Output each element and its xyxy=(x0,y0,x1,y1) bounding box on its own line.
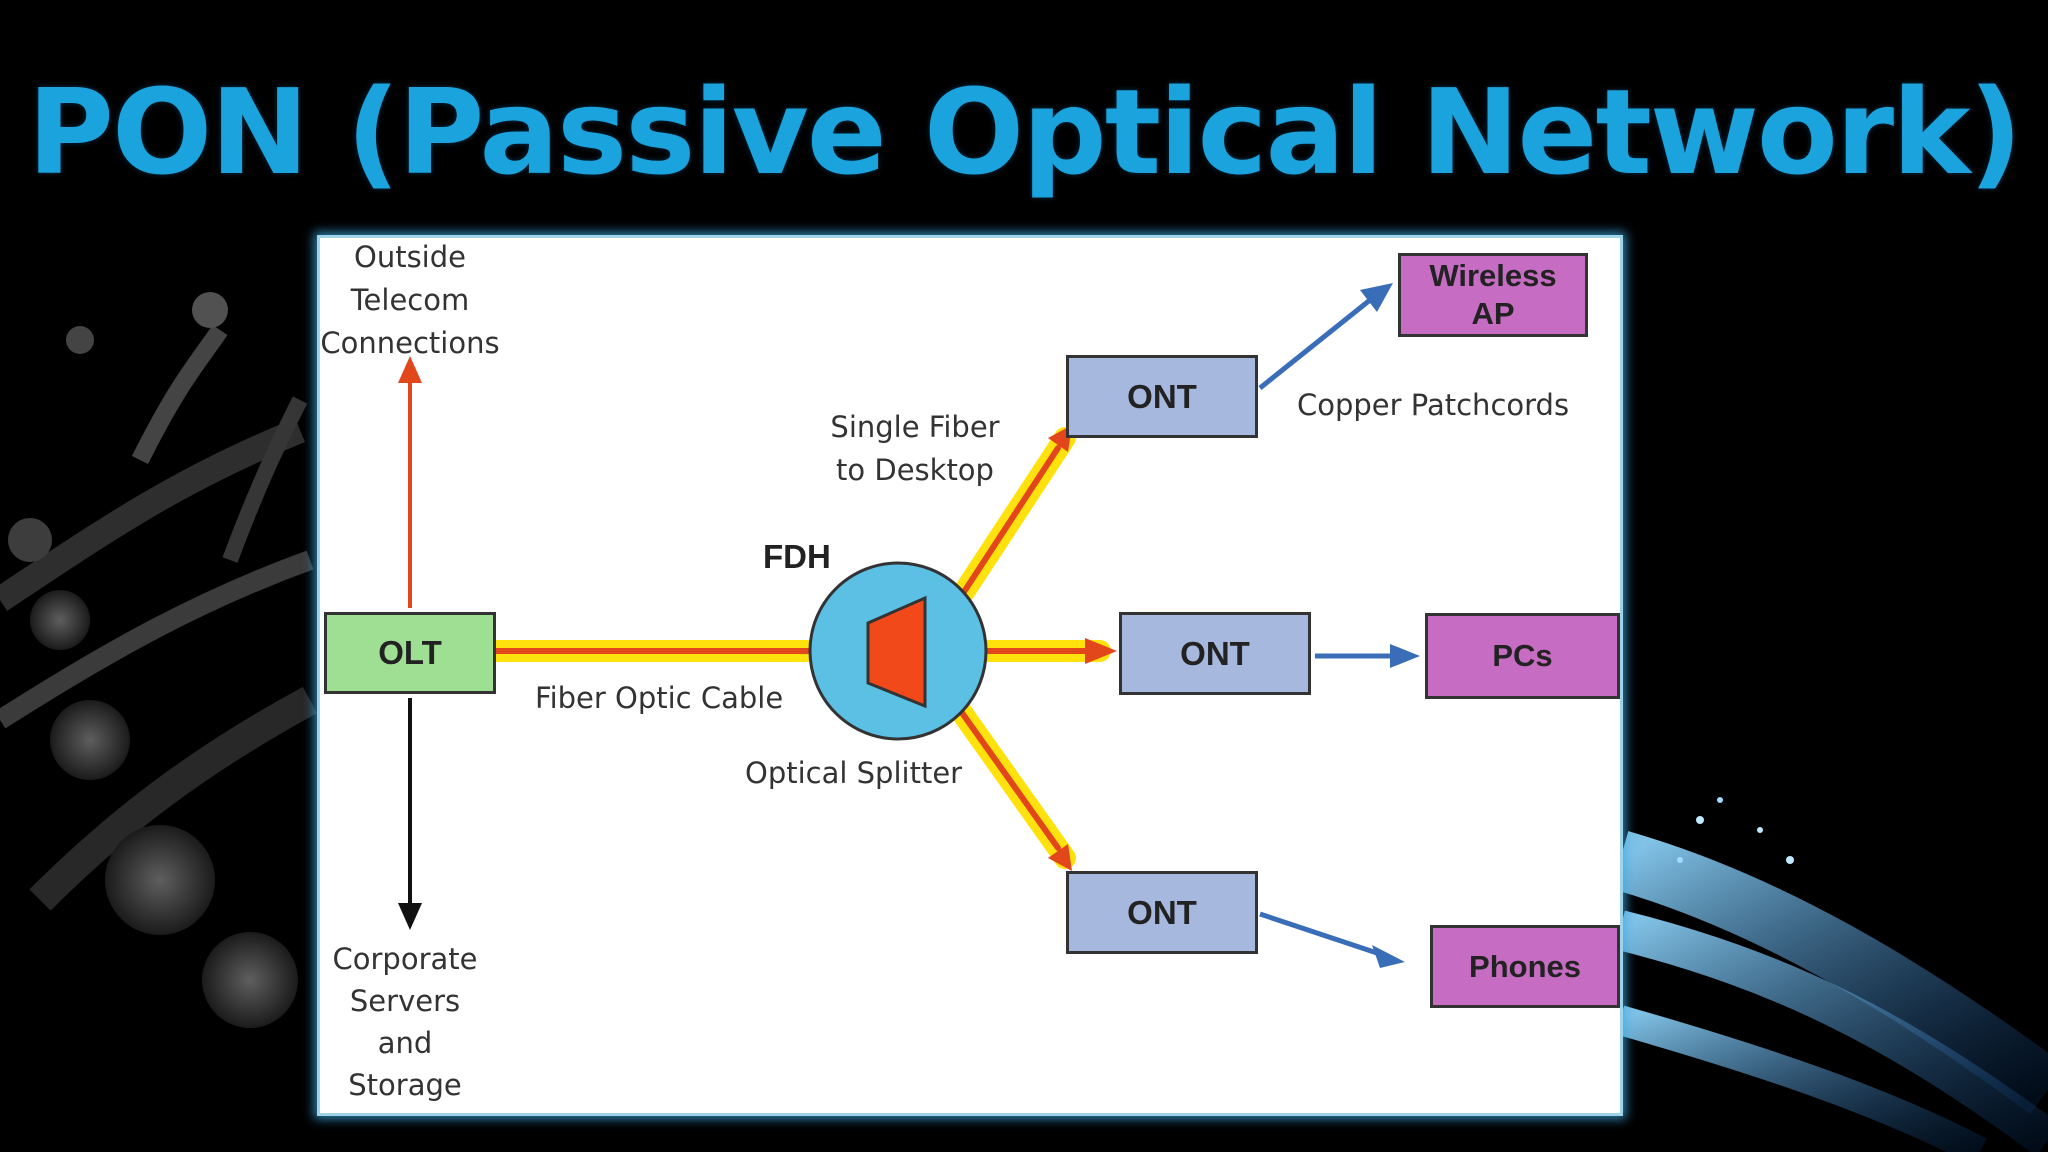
single-fiber-label: Single Fiber to Desktop xyxy=(800,406,1030,492)
ont-box-bottom: ONT xyxy=(1066,871,1258,954)
phones-box: Phones xyxy=(1430,925,1620,1008)
wireless-ap-box: Wireless AP xyxy=(1398,253,1588,337)
olt-box: OLT xyxy=(324,612,496,694)
fdh-label: FDH xyxy=(763,538,831,575)
corporate-line-4: Storage xyxy=(348,1068,462,1102)
corporate-servers-label: Corporate Servers and Storage xyxy=(320,938,490,1106)
ont-box-middle: ONT xyxy=(1119,612,1311,695)
copper-arrowhead-phones xyxy=(1372,945,1405,968)
olt-label: OLT xyxy=(378,634,442,671)
ont-label: ONT xyxy=(1127,893,1197,931)
phones-label: Phones xyxy=(1469,948,1581,984)
upstream-arrowhead xyxy=(398,356,422,383)
fiber-to-ont-3 xyxy=(952,700,1061,851)
copper-to-wireless-ap xyxy=(1258,298,1372,390)
single-fiber-line-1: Single Fiber xyxy=(830,410,1000,444)
pcs-box: PCs xyxy=(1425,613,1620,699)
outside-telecom-line-2: Telecom xyxy=(350,283,470,317)
pon-diagram: Outside Telecom Connections OLT Corporat… xyxy=(317,235,1623,1116)
slide-title: PON (Passive Optical Network) xyxy=(27,63,2022,201)
pcs-label: PCs xyxy=(1492,638,1553,673)
copper-arrowhead-pcs xyxy=(1390,644,1420,668)
optical-splitter-label: Optical Splitter xyxy=(745,756,963,790)
ont-box-top: ONT xyxy=(1066,355,1258,438)
wireless-ap-label: Wireless AP xyxy=(1429,257,1556,333)
corporate-line-1: Corporate xyxy=(332,942,478,976)
corporate-line-3: and xyxy=(377,1026,433,1060)
outside-telecom-line-3: Connections xyxy=(320,326,500,360)
outside-telecom-label: Outside Telecom Connections xyxy=(320,238,500,365)
ont-label: ONT xyxy=(1127,377,1197,415)
single-fiber-line-2: to Desktop xyxy=(836,453,994,487)
corporate-line-2: Servers xyxy=(349,984,461,1018)
fiber-to-ont-1 xyxy=(957,445,1061,601)
copper-arrowhead-ap xyxy=(1360,283,1393,312)
ont-label: ONT xyxy=(1180,634,1250,672)
wireless-ap-line-2: AP xyxy=(1471,296,1515,331)
outside-telecom-line-1: Outside xyxy=(354,240,466,274)
copper-to-phones xyxy=(1259,911,1384,958)
copper-patchcords-label: Copper Patchcords xyxy=(1297,388,1570,422)
fiber-arrowhead-3 xyxy=(1048,844,1072,871)
fiber-optic-cable-label: Fiber Optic Cable xyxy=(535,681,784,715)
downstream-arrowhead xyxy=(398,903,422,930)
diagram-connections xyxy=(398,283,1420,968)
wireless-ap-line-1: Wireless xyxy=(1429,258,1557,293)
fiber-arrowhead-2 xyxy=(1085,638,1117,664)
optical-splitter-icon xyxy=(866,595,927,709)
